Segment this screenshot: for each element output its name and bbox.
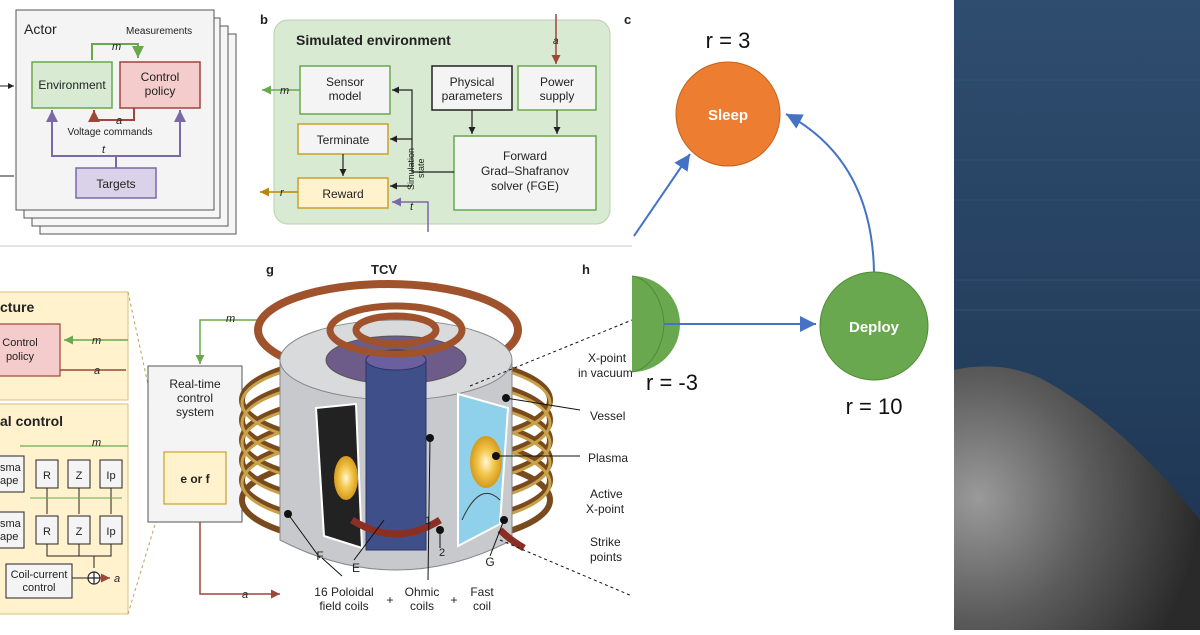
reward-label: Reward [322,187,363,201]
ip-label-2: Ip [106,526,115,538]
label-F: F [316,549,323,563]
deploy-reward: r = 10 [846,394,903,419]
sim-r-label: r [280,187,285,199]
label-2: 2 [439,547,445,559]
ip-label-1: Ip [106,470,115,482]
arch-m-label: m [92,335,101,347]
environment-box [31,61,113,109]
sim-m-label: m [280,85,289,97]
deploy-state-node [819,271,929,381]
coil-a-label: a [114,573,120,585]
cutaway-right [457,392,510,548]
z-label-2: Z [76,526,83,538]
measurements-label: Measurements [126,26,192,37]
e-or-f-box [163,451,227,505]
panel-c-letter: c [624,12,631,27]
panel-a: Actor Measurements m Environment Control… [0,9,237,235]
targets-label: Targets [96,177,135,191]
nominal-control-title: al control [0,413,63,429]
terminate-box [297,123,389,155]
fge-box [453,135,597,211]
cutaway-left [314,402,364,550]
label-E: E [352,561,360,575]
coil-current-box [5,563,73,599]
arch-a-label: a [94,365,100,377]
panel-b-letter: b [260,12,268,27]
mdp-graph: Sleep r = 3 Deploy r = 10 r = -3 [631,0,954,630]
actor-title: Actor [24,21,57,37]
power-supply-box [517,65,597,111]
r-label-1: R [43,470,51,482]
deploy-label: Deploy [849,319,900,336]
tcv-title: TCV [371,262,397,277]
panel-g-letter: g [266,262,274,277]
plus-2: + [450,593,457,607]
actor-m-label: m [112,41,121,53]
reward-box [297,177,389,209]
control-policy-box [119,61,201,109]
vessel-label: Vessel [590,409,625,423]
architecture-title: cture [0,299,34,315]
sleep-state-node [675,61,781,167]
plus-1: + [386,593,393,607]
rt-m-label: m [226,313,235,325]
sleep-label: Sleep [708,107,748,124]
e-or-f-label: e or f [180,472,210,486]
label-1: 1 [425,515,431,527]
rt-a-label: a [242,589,248,601]
plasma-label: Plasma [588,451,628,465]
edge-deploy-to-sleep [785,113,875,273]
edge-left-to-sleep [633,153,691,237]
sim-env-title: Simulated environment [296,32,451,48]
actor-t-label: t [102,144,106,156]
sensor-model-box [299,65,391,115]
right-photo [954,0,1200,630]
voltage-commands-label: Voltage commands [67,127,152,138]
left-state-reward: r = -3 [646,370,698,395]
actor-a-label: a [116,115,122,127]
sim-a-label: a [553,36,559,47]
environment-label: Environment [38,78,106,92]
sim-t-label: t [410,201,414,213]
terminate-label: Terminate [317,133,370,147]
label-G: G [485,555,494,569]
sleep-reward: r = 3 [706,28,751,53]
r-label-2: R [43,526,51,538]
arch-control-policy-box [0,323,61,377]
panel-h-letter: h [582,262,590,277]
panel-g-tcv: g TCV [239,262,633,613]
targets-box [75,167,157,199]
simulation-state-label: Simulationstate [406,148,426,190]
rock-shape [954,366,1200,630]
z-label-1: Z [76,470,83,482]
nominal-m-label: m [92,437,101,449]
